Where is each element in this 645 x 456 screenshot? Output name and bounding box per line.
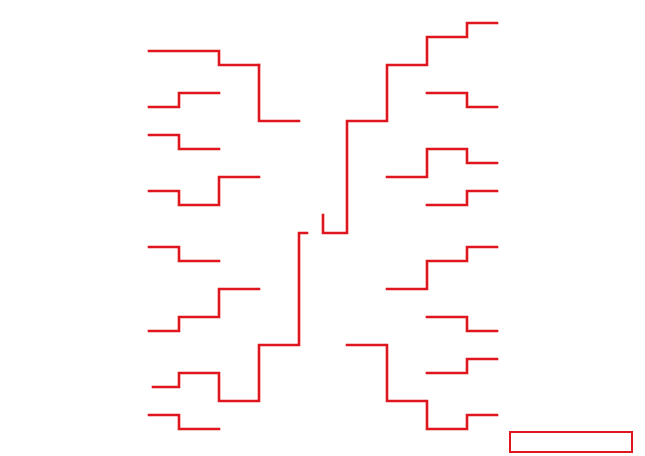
left-r1-match-8 [147,413,221,431]
right-r1-match-1 [425,91,499,109]
left-r1-match-3 [147,133,221,151]
legend-box [509,431,633,453]
final-connector [321,21,499,235]
left-r1-match-4 [147,175,261,207]
left-r1-match-2 [147,91,221,109]
left-r1-match-7 [151,231,309,403]
left-r2-semi-top [257,63,301,123]
right-r1-match-4 [385,245,499,291]
right-r1-match-6 [425,357,499,375]
right-r1-match-3 [425,189,499,207]
left-r1-match-5 [147,245,221,263]
left-r1-match-1 [147,49,261,67]
left-r1-match-6 [147,287,261,333]
right-r1-match-5 [425,315,499,333]
right-r1-match-7 [345,343,499,431]
right-r1-match-2 [385,147,499,179]
